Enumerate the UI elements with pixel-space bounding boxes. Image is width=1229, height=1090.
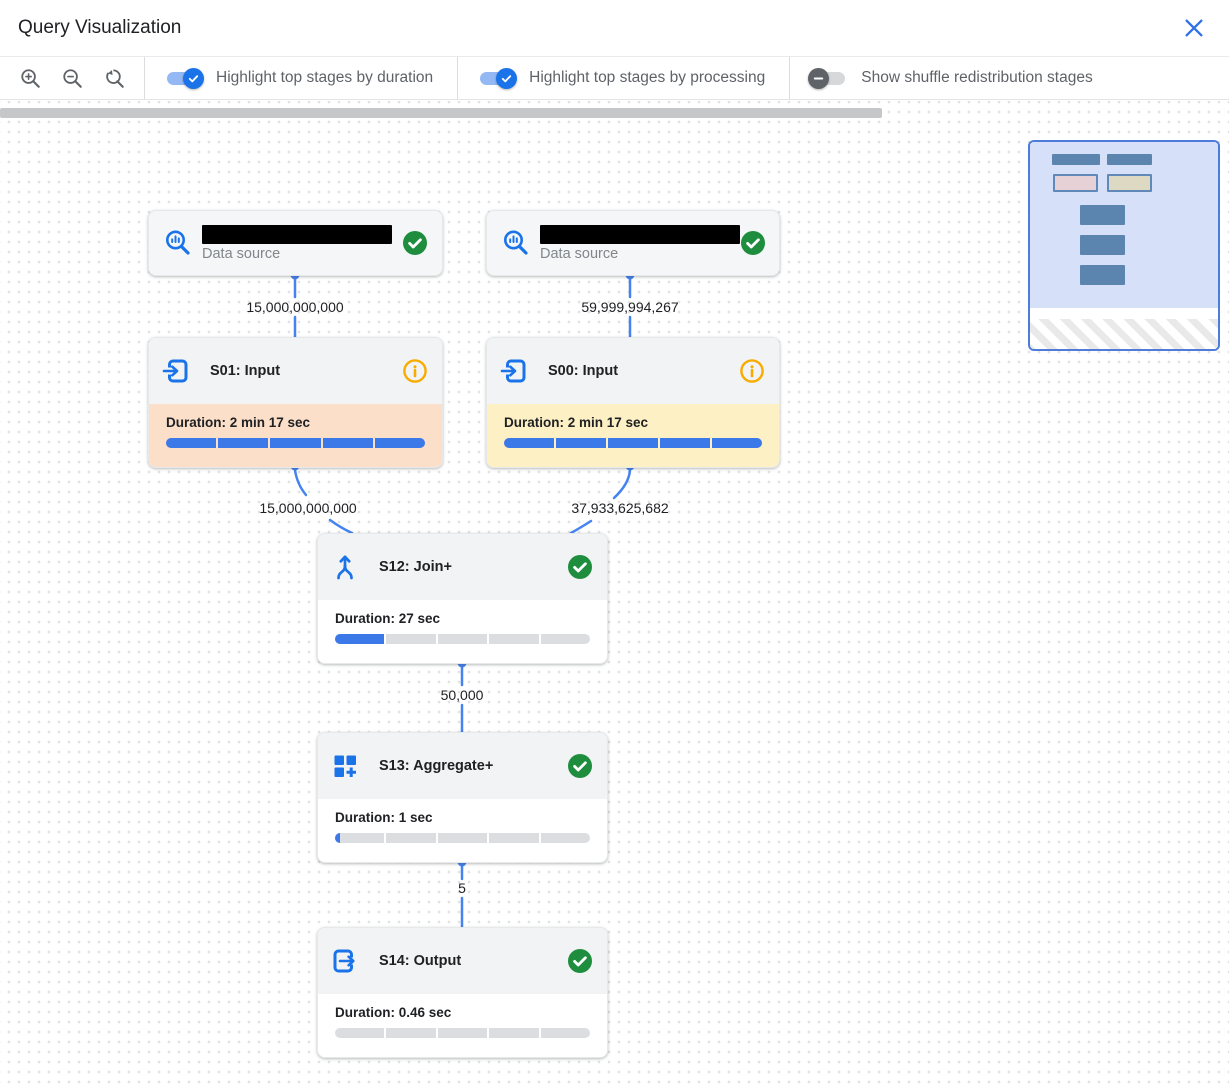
toggle-label-processing: Highlight top stages by processing (529, 69, 766, 86)
data-source-type-label: Data source (540, 245, 619, 262)
join-icon (337, 555, 353, 580)
stage-progress-bar (335, 634, 590, 644)
edge-row-count: 59,999,994,267 (581, 299, 679, 315)
zoom-in-icon (20, 68, 40, 88)
info-icon[interactable] (739, 358, 765, 384)
info-icon[interactable] (402, 358, 428, 384)
check-circle-icon (402, 230, 428, 256)
minimap-node-s14 (1080, 265, 1125, 285)
edge-row-count: 15,000,000,000 (246, 299, 344, 315)
minimap[interactable] (1028, 140, 1220, 351)
stage-title: S13: Aggregate+ (379, 758, 494, 774)
output-icon (333, 949, 355, 973)
stage-title: S01: Input (210, 363, 281, 379)
processing-toggle-switch[interactable] (478, 67, 518, 89)
input-icon (500, 359, 526, 383)
stage-progress-bar (504, 438, 762, 448)
stage-duration: Duration: 1 sec (335, 810, 433, 825)
minimap-node-s13 (1080, 235, 1125, 255)
redacted-source-name (540, 224, 740, 244)
edge-row-count: 15,000,000,000 (259, 500, 357, 516)
toggle-highlight-processing[interactable]: Highlight top stages by processing (464, 67, 783, 89)
minimap-node-datasource-2 (1107, 154, 1152, 165)
close-button[interactable] (1179, 13, 1209, 43)
zoom-reset-button[interactable] (100, 64, 128, 92)
toolbar-divider (789, 57, 791, 99)
graph-canvas[interactable]: Data source Data source (0, 101, 1229, 1090)
zoom-in-button[interactable] (16, 64, 44, 92)
minimap-node-s01 (1053, 174, 1098, 192)
edge-row-count: 50,000 (440, 687, 484, 703)
stage-card-s01[interactable]: S01: Input Duration: 2 min 17 sec (148, 337, 443, 468)
minimap-node-s00 (1107, 174, 1152, 192)
shuffle-toggle-switch[interactable] (808, 67, 847, 89)
check-circle-icon (567, 948, 593, 974)
check-icon (501, 74, 512, 82)
data-source-icon (166, 230, 190, 255)
minimap-node-datasource-1 (1052, 154, 1100, 165)
stage-card-s14[interactable]: S14: Output Duration: 0.46 sec (317, 927, 608, 1058)
minimap-node-s12 (1080, 205, 1125, 225)
data-source-card-1[interactable]: Data source (148, 210, 443, 276)
minimap-outside-area (1030, 319, 1218, 349)
edge-row-count: 5 (458, 880, 466, 896)
toggle-label-shuffle: Show shuffle redistribution stages (861, 69, 1093, 86)
stage-title: S00: Input (548, 363, 619, 379)
check-circle-icon (567, 753, 593, 779)
data-source-icon (504, 230, 528, 255)
zoom-out-icon (62, 68, 82, 88)
stage-duration: Duration: 2 min 17 sec (166, 415, 311, 430)
close-icon (1185, 19, 1203, 37)
toolbar-divider (144, 57, 145, 99)
dialog-title: Query Visualization (18, 17, 182, 38)
toolbar: Highlight top stages by duration Highlig… (0, 57, 1229, 100)
horizontal-scrollbar-thumb[interactable] (0, 108, 882, 118)
stage-card-s00[interactable]: S00: Input Duration: 2 min 17 sec (486, 337, 780, 468)
zoom-reset-icon (105, 68, 124, 88)
input-icon (162, 359, 188, 383)
zoom-controls (12, 64, 138, 92)
toggle-label-duration: Highlight top stages by duration (216, 69, 434, 86)
data-source-card-2[interactable]: Data source (486, 210, 780, 276)
redacted-source-name (202, 224, 392, 244)
zoom-out-button[interactable] (58, 64, 86, 92)
stage-card-s13[interactable]: S13: Aggregate+ Duration: 1 sec (317, 732, 608, 863)
check-circle-icon (740, 230, 766, 256)
check-icon (188, 74, 199, 82)
stage-progress-bar (166, 438, 425, 448)
stage-duration: Duration: 0.46 sec (335, 1005, 452, 1020)
data-source-type-label: Data source (202, 245, 281, 262)
dialog-header: Query Visualization (0, 0, 1229, 57)
check-circle-icon (567, 554, 593, 580)
aggregate-icon (334, 755, 356, 777)
toggle-show-shuffle[interactable]: Show shuffle redistribution stages (796, 67, 1111, 89)
stage-card-s12[interactable]: S12: Join+ Duration: 27 sec (317, 533, 608, 664)
duration-toggle-switch[interactable] (165, 67, 204, 89)
stage-progress-bar (335, 1028, 590, 1038)
toggle-highlight-duration[interactable]: Highlight top stages by duration (151, 67, 451, 89)
stage-title: S14: Output (379, 953, 462, 969)
stage-duration: Duration: 2 min 17 sec (504, 415, 649, 430)
minus-icon (813, 76, 824, 80)
stage-progress-bar (335, 833, 590, 843)
stage-duration: Duration: 27 sec (335, 611, 441, 626)
edge-row-count: 37,933,625,682 (571, 500, 669, 516)
stage-title: S12: Join+ (379, 559, 452, 575)
toolbar-divider (457, 57, 459, 99)
